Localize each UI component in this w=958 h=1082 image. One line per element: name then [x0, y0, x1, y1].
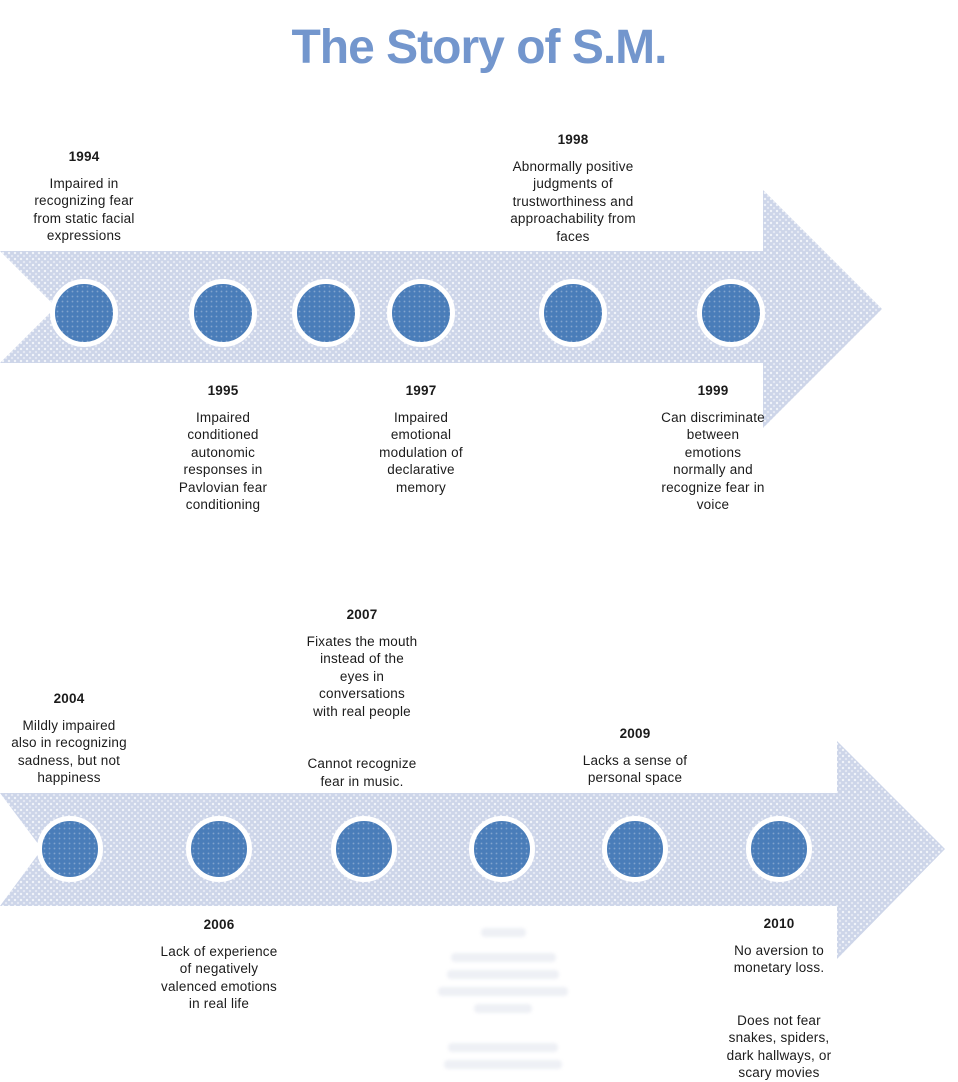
timeline-event-2009: 2009 Lacks a sense of personal space — [558, 725, 712, 787]
timeline-event-2006: 2006 Lack of experience of negatively va… — [141, 916, 297, 1013]
milestone-circle-1996 — [292, 279, 360, 347]
page-title: The Story of S.M. — [291, 21, 667, 74]
event-description: Abnormally positive judgments of trustwo… — [510, 158, 636, 244]
event-year: 2009 — [619, 726, 651, 741]
milestone-circle-1997 — [387, 279, 455, 347]
event-year: 2007 — [346, 607, 378, 622]
milestone-circle-1998 — [539, 279, 607, 347]
event-year: 1997 — [405, 383, 437, 398]
milestone-circle-2004 — [37, 816, 103, 882]
timeline-event-2004: 2004 Mildly impaired also in recognizing… — [0, 690, 145, 787]
event-description: Lack of experience of negatively valence… — [160, 943, 278, 1012]
event-year: 2006 — [203, 917, 235, 932]
milestone-circle-2009 — [602, 816, 668, 882]
timeline-event-1999: 1999 Can discriminate between emotions n… — [631, 382, 795, 514]
event-year: 1994 — [68, 149, 100, 164]
event-year: 1998 — [557, 132, 589, 147]
event-year: 2004 — [53, 691, 85, 706]
milestone-circle-2006 — [186, 816, 252, 882]
timeline-event-2007: 2007 Fixates the mouth instead of the ey… — [286, 606, 438, 790]
event-description: Mildly impaired also in recognizing sadn… — [11, 717, 127, 786]
milestone-circle-2010 — [746, 816, 812, 882]
milestone-circle-1995 — [189, 279, 257, 347]
event-description: Lacks a sense of personal space — [582, 752, 688, 786]
milestone-circle-2007 — [331, 816, 397, 882]
timeline-event-2010: 2010 No aversion to monetary loss. Does … — [701, 915, 857, 1082]
event-description: Can discriminate between emotions normal… — [661, 409, 765, 513]
event-description: Impaired in recognizing fear from static… — [33, 175, 135, 244]
event-description: No aversion to monetary loss. Does not f… — [726, 942, 832, 1081]
event-description: Fixates the mouth instead of the eyes in… — [306, 633, 418, 789]
timeline-event-1998: 1998 Abnormally positive judgments of tr… — [483, 131, 663, 245]
event-year: 2010 — [763, 916, 795, 931]
timeline-event-1997: 1997 Impaired emotional modulation of de… — [346, 382, 496, 496]
milestone-circle-1994 — [50, 279, 118, 347]
milestone-circle-2008 — [469, 816, 535, 882]
faded-text-artifact — [433, 928, 573, 1077]
event-description: Impaired emotional modulation of declara… — [379, 409, 463, 495]
event-description: Impaired conditioned autonomic responses… — [178, 409, 268, 513]
timeline-event-1994: 1994 Impaired in recognizing fear from s… — [6, 148, 162, 245]
timeline-event-1995: 1995 Impaired conditioned autonomic resp… — [148, 382, 298, 514]
milestone-circle-1999 — [697, 279, 765, 347]
event-year: 1995 — [207, 383, 239, 398]
event-year: 1999 — [697, 383, 729, 398]
